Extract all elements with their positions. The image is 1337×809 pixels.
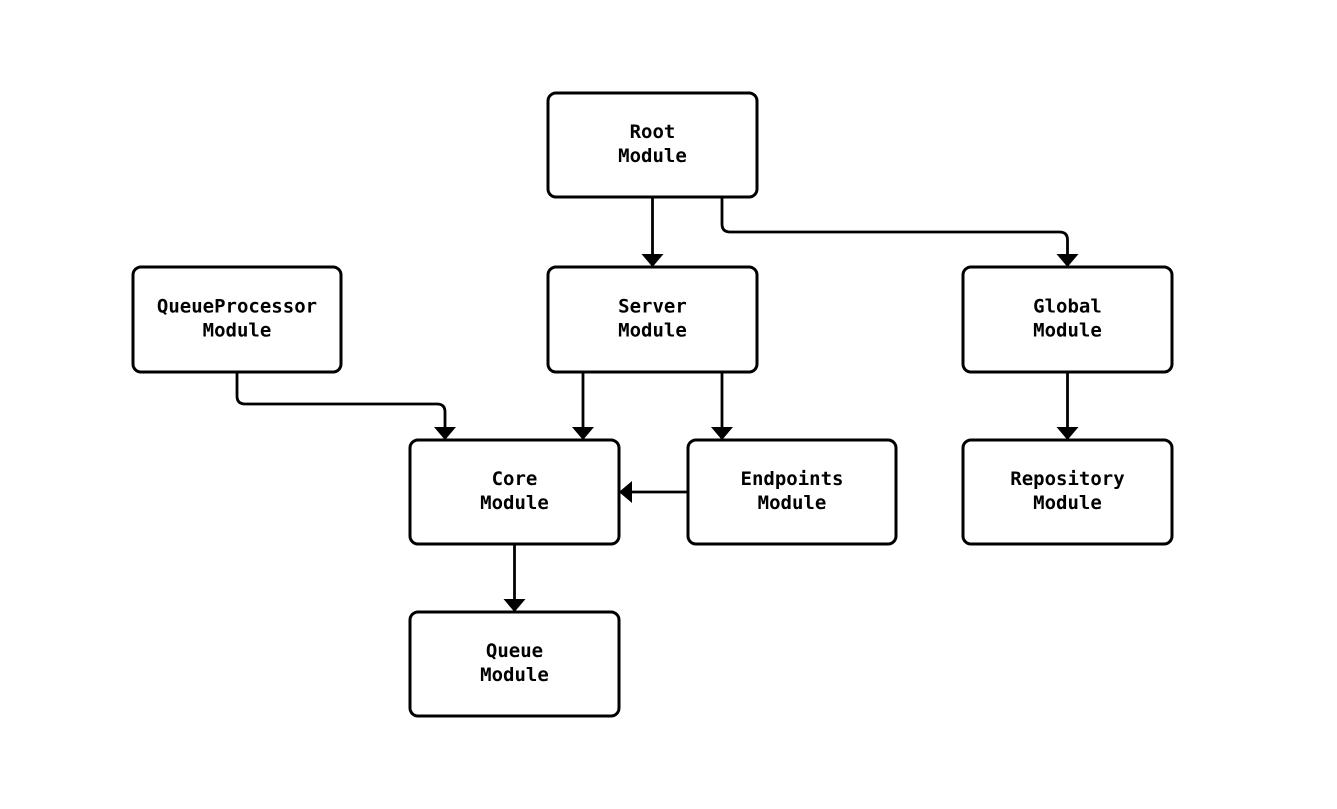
edges-layer xyxy=(235,197,1079,612)
node-endpoints-line1: Endpoints xyxy=(741,468,844,490)
node-queueprocessor-line2: Module xyxy=(203,320,272,342)
node-core-box xyxy=(408,438,621,546)
node-global-box xyxy=(961,265,1174,374)
node-queue-box xyxy=(408,610,621,718)
node-queue-line1: Queue xyxy=(486,640,543,662)
node-endpoints-box xyxy=(686,438,898,546)
node-queueprocessor-box xyxy=(131,265,343,374)
node-repository-box xyxy=(961,438,1174,546)
node-queueprocessor-line1: QueueProcessor xyxy=(157,296,317,318)
node-root-box xyxy=(546,91,759,199)
node-repository-line2: Module xyxy=(1033,492,1102,514)
edge-queueprocessor-to-core xyxy=(235,372,456,440)
node-global-line2: Module xyxy=(1033,320,1102,342)
node-root-line1: Root xyxy=(630,121,676,143)
node-server-line1: Server xyxy=(618,296,687,318)
node-endpoints-line2: Module xyxy=(758,492,827,514)
node-server-box xyxy=(546,265,759,374)
node-server-line2: Module xyxy=(618,320,687,342)
node-global-line1: Global xyxy=(1033,296,1102,318)
node-repository-line1: Repository xyxy=(1010,468,1124,490)
node-root-line2: Module xyxy=(618,145,687,167)
node-queue-line2: Module xyxy=(480,664,549,686)
edge-root-to-global xyxy=(720,197,1079,267)
node-core-line2: Module xyxy=(480,492,549,514)
node-core-line1: Core xyxy=(492,468,538,490)
